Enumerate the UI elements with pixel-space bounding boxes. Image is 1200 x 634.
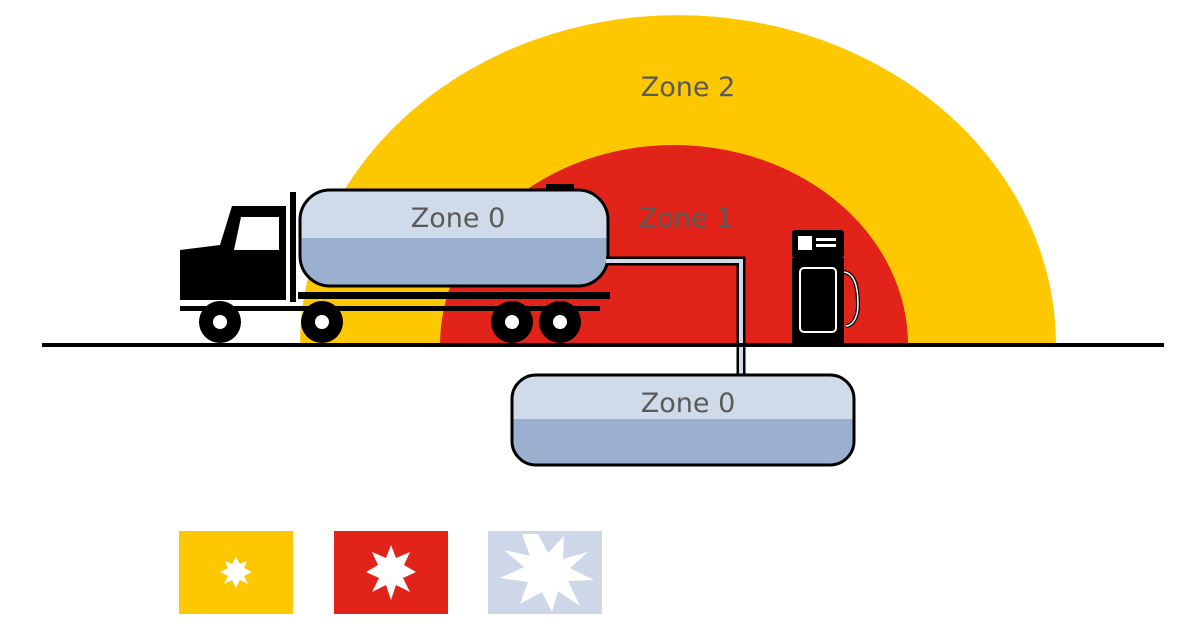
zone-2-label: Zone 2 (641, 72, 736, 103)
wheel (301, 301, 343, 343)
underground-tank (512, 375, 854, 465)
exhaust-stack (290, 192, 296, 302)
legend (179, 531, 602, 614)
large-explosion-icon (500, 534, 594, 612)
medium-explosion-icon (366, 545, 416, 600)
zone-1-label: Zone 1 (639, 203, 734, 234)
legend-zone-2 (179, 531, 293, 614)
underground-tank-outline (510, 373, 856, 467)
legend-zone-1 (334, 531, 448, 614)
wheel (491, 301, 533, 343)
underground-tank-label: Zone 0 (641, 388, 736, 419)
truck-tank (300, 190, 608, 286)
truck-window (234, 217, 279, 250)
truck-tank-label: Zone 0 (411, 203, 506, 234)
ground-line (42, 343, 1164, 347)
legend-zone-0 (488, 531, 602, 614)
truck-tank-outline (298, 188, 610, 288)
wheel (199, 301, 241, 343)
fuel-pump (792, 230, 861, 345)
trailer-frame (298, 292, 610, 299)
truck (180, 192, 610, 343)
small-explosion-icon (220, 557, 252, 588)
truck-frame (180, 306, 600, 311)
wheel (539, 301, 581, 343)
